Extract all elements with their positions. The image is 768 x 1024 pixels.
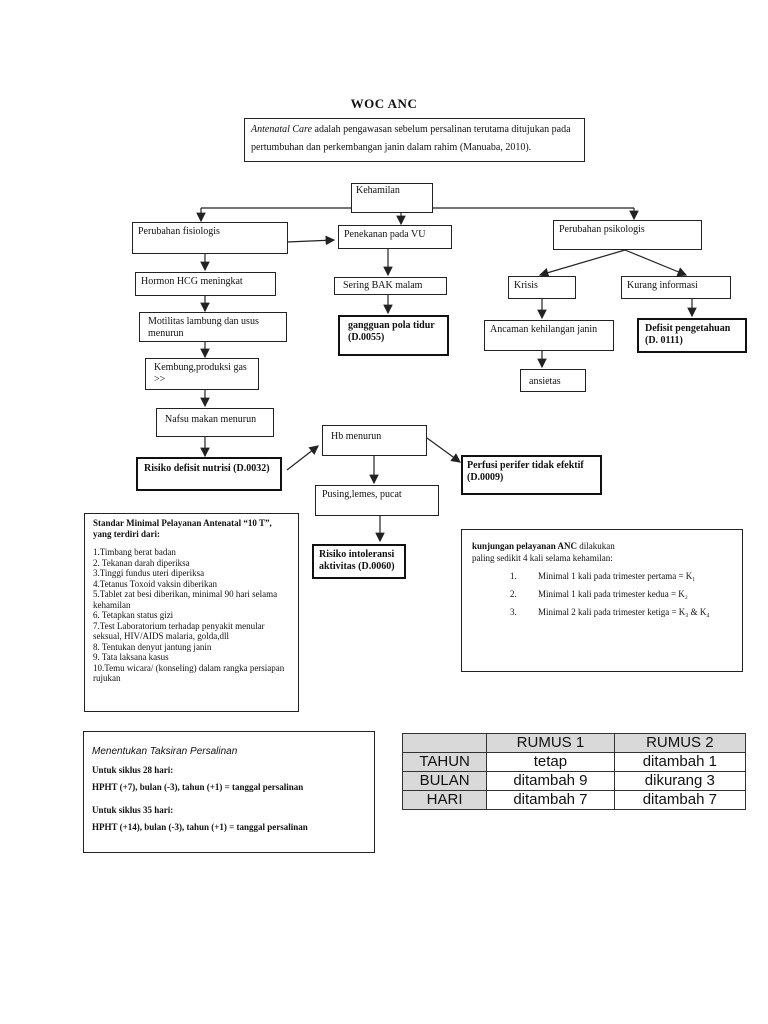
taksiran-label-28: Untuk siklus 28 hari: (92, 765, 174, 775)
node-perubahan-psikologis: Perubahan psikologis (553, 220, 702, 250)
node-ancaman: Ancaman kehilangan janin (484, 320, 614, 351)
node-ansietas: ansietas (520, 369, 586, 392)
standar-10t-box: Standar Minimal Pelayanan Antenatal “10 … (84, 513, 299, 712)
node-defisit-pengetahuan: Defisit pengetahuan (D. 0111) (637, 318, 747, 353)
node-krisis: Krisis (508, 276, 576, 299)
taksiran-formula-28: HPHT (+7), bulan (-3), tahun (+1) = tang… (92, 782, 304, 792)
kunjungan-item: 1. Minimal 1 kali pada trimester pertama … (472, 570, 732, 582)
taksiran-title: Menentukan Taksiran Persalinan (92, 746, 238, 757)
standar-item: 2. Tekanan darah diperiksa (93, 557, 190, 568)
kunjungan-item-text: Minimal 2 kali pada trimester ketiga = K… (538, 607, 710, 617)
standar-item: 5.Tablet zat besi diberikan, minimal 90 … (93, 589, 278, 610)
kunjungan-heading-rest: dilakukan (577, 541, 615, 551)
kunjungan-box: kunjungan pelayanan ANC dilakukan paling… (461, 529, 743, 672)
node-intoleransi: Risiko intoleransi aktivitas (D.0060) (312, 544, 406, 579)
page-title: WOC ANC (350, 96, 418, 111)
standar-item: 4.Tetanus Toxoid vaksin diberikan (93, 578, 218, 589)
node-kehamilan: Kehamilan (351, 183, 433, 213)
kunjungan-heading: kunjungan pelayanan ANC (472, 541, 578, 551)
node-hb-menurun: Hb menurun (322, 425, 427, 456)
node-perubahan-fisiologis: Perubahan fisiologis (132, 222, 288, 254)
node-kurang-informasi: Kurang informasi (621, 276, 731, 299)
rumus-cell: ditambah 7 (613, 790, 747, 810)
taksiran-formula-35: HPHT (+14), bulan (-3), tahun (+1) = tan… (92, 822, 308, 832)
rumus-row-hari: HARI ditambah 7 ditambah 7 (401, 790, 747, 810)
kunjungan-item-number: 3. (510, 607, 517, 617)
rumus-table: RUMUS 1 RUMUS 2 TAHUN tetap ditambah 1 B… (401, 733, 747, 810)
standar-item: 1.Timbang berat badan (93, 547, 176, 557)
standar-heading: Standar Minimal Pelayanan Antenatal “10 … (93, 518, 272, 539)
standar-item: 6. Tetapkan status gizi (93, 610, 174, 620)
kunjungan-item-number: 1. (510, 571, 517, 581)
rumus-cell: dikurang 3 (613, 771, 747, 791)
node-gangguan-pola-tidur: gangguan pola tidur (D.0055) (338, 315, 449, 356)
rumus-row-bulan: BULAN ditambah 9 dikurang 3 (401, 771, 747, 791)
rumus-header-blank (401, 733, 488, 753)
node-perfusi: Perfusi perifer tidak efektif (D.0009) (461, 455, 602, 495)
node-hormon-hcg: Hormon HCG meningkat (135, 272, 276, 296)
kunjungan-item: 3. Minimal 2 kali pada trimester ketiga =… (472, 606, 732, 618)
definition-text: adalah pengawasan sebelum persalinan ter… (251, 124, 571, 153)
kunjungan-item-text: Minimal 1 kali pada trimester pertama = … (538, 571, 696, 581)
node-kembung: Kembung,produksi gas >> (145, 358, 259, 390)
standar-item: 3.Tinggi fundus uteri diperiksa (93, 568, 205, 578)
rumus-row-tahun: TAHUN tetap ditambah 1 (401, 752, 747, 772)
kunjungan-item-number: 2. (510, 589, 517, 599)
definition-term: Antenatal Care (251, 124, 313, 135)
node-sering-bak: Sering BAK malam (334, 277, 447, 295)
standar-item: 9. Tata laksana kasus (93, 652, 169, 662)
kunjungan-item: 2. Minimal 1 kali pada trimester kedua = … (472, 588, 732, 600)
rumus-cell: ditambah 1 (613, 752, 747, 772)
taksiran-box: Menentukan Taksiran Persalinan Untuk sik… (83, 731, 375, 853)
taksiran-label-35: Untuk siklus 35 hari: (92, 805, 174, 815)
rumus-row-label: BULAN (401, 771, 488, 791)
rumus-header-2: RUMUS 2 (613, 733, 747, 753)
rumus-cell: ditambah 9 (486, 771, 615, 791)
standar-item: 10.Temu wicara/ (konseling) dalam rangka… (93, 662, 285, 684)
standar-item: 7.Test Laboratorium terhadap penyakit me… (93, 620, 265, 642)
node-risiko-defisit-nutrisi: Risiko defisit nutrisi (D.0032) (136, 457, 282, 491)
rumus-header-1: RUMUS 1 (486, 733, 615, 753)
kunjungan-item-text: Minimal 1 kali pada trimester kedua = K₂ (538, 589, 688, 599)
kunjungan-list: 1. Minimal 1 kali pada trimester pertama … (472, 570, 732, 618)
rumus-cell: tetap (486, 752, 615, 772)
node-motilitas: Motilitas lambung dan usus menurun (139, 312, 287, 342)
rumus-cell: ditambah 7 (486, 790, 615, 810)
node-nafsu-makan: Nafsu makan menurun (156, 408, 274, 437)
kunjungan-subheading: paling sedikit 4 kali selama kehamilan: (472, 553, 613, 563)
node-pusing: Pusing,lemes, pucat (315, 485, 439, 516)
rumus-row-label: TAHUN (401, 752, 488, 772)
definition-box: Antenatal Care adalah pengawasan sebelum… (244, 118, 585, 162)
rumus-header-row: RUMUS 1 RUMUS 2 (401, 733, 747, 753)
rumus-row-label: HARI (401, 790, 488, 810)
node-penekanan-vu: Penekanan pada VU (338, 225, 452, 249)
standar-item: 8. Tentukan denyut jantung janin (93, 641, 212, 652)
